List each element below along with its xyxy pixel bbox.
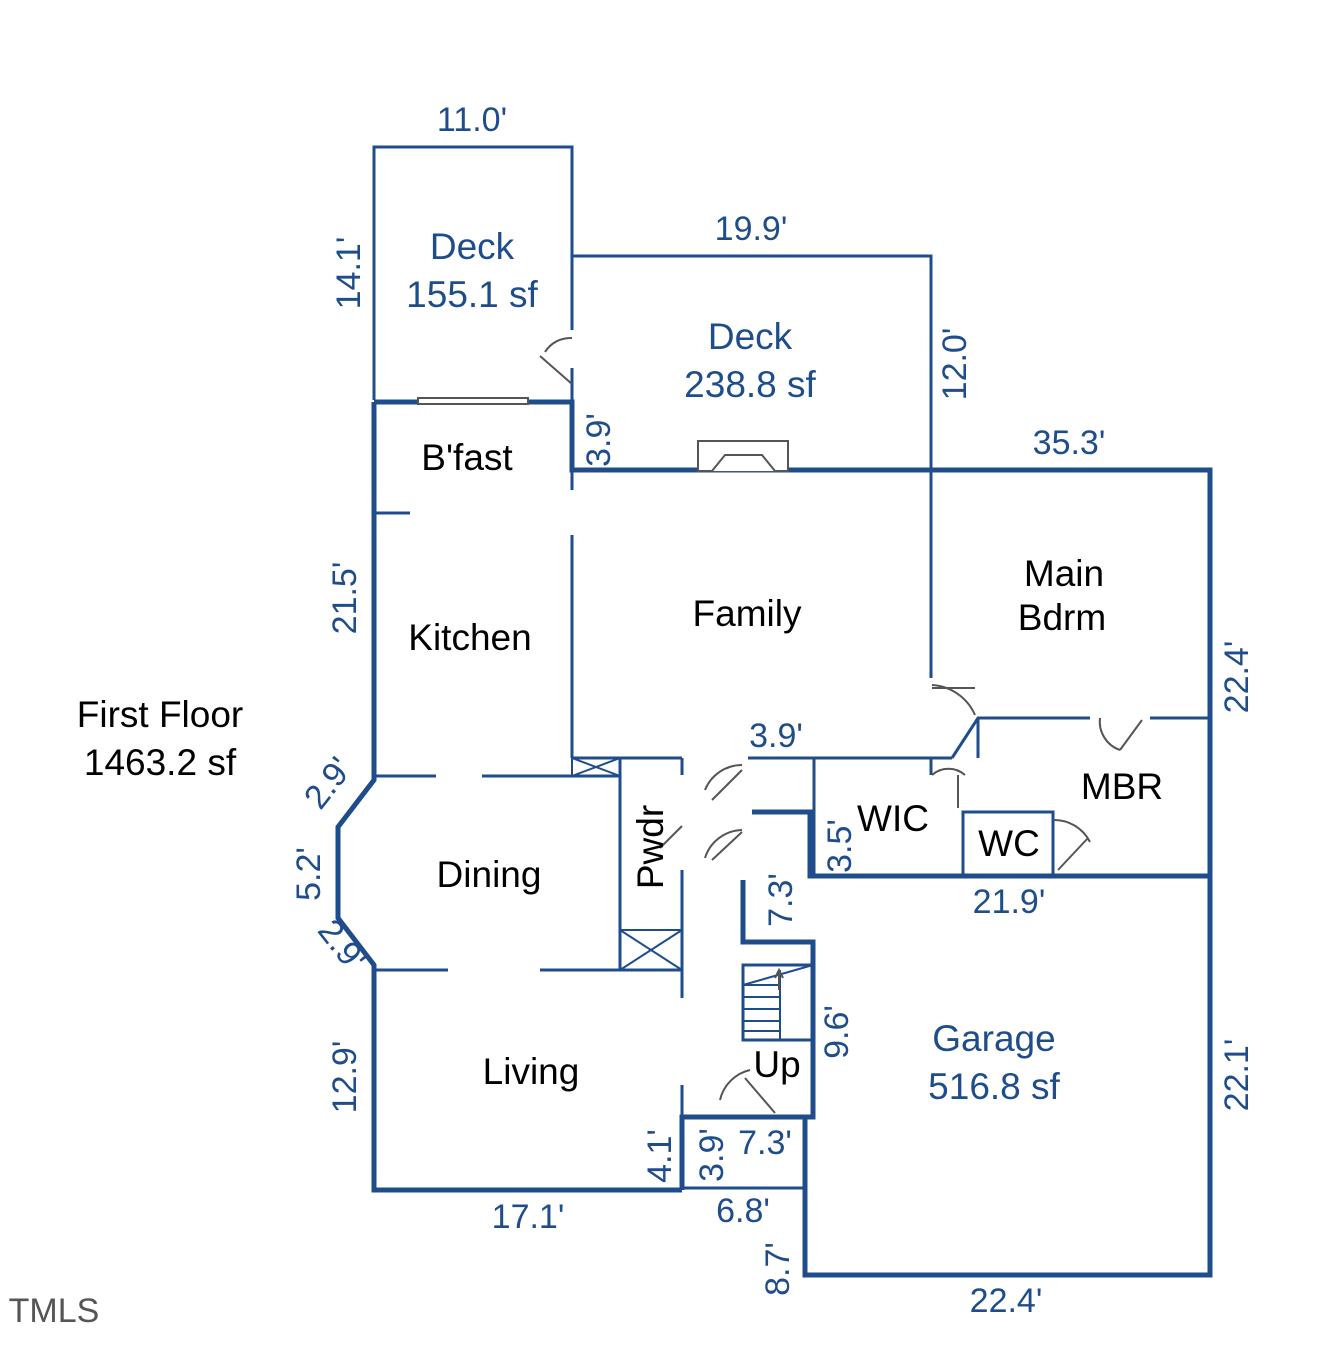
room-wc: WC (978, 823, 1040, 864)
room-main-bdrm-1: Main (1024, 553, 1104, 594)
dim-entry-left: 4.1' (641, 1129, 679, 1183)
dim-garage-bottom: 22.4' (970, 1282, 1043, 1320)
dim-garage-right: 22.1' (1218, 1039, 1256, 1112)
dim-entry-inner: 3.9' (693, 1128, 731, 1182)
room-mbr: MBR (1081, 766, 1163, 807)
floor-name: First Floor (77, 694, 244, 735)
dim-bay-lower: 2.9' (310, 912, 373, 978)
watermark-logo: TMLS (9, 1292, 100, 1330)
dim-entry-top: 7.3' (738, 1124, 792, 1162)
garage-name: Garage (932, 1018, 1055, 1059)
dim-bay-upper: 2.9' (297, 750, 360, 816)
dim-right-upper: 22.4' (1218, 641, 1256, 714)
dim-entry-bottom: 6.8' (716, 1192, 770, 1230)
sliding-door (417, 397, 529, 405)
dim-house-top: 35.3' (1033, 424, 1106, 462)
room-family: Family (693, 593, 802, 634)
room-bfast: B'fast (421, 437, 513, 478)
deck2-area: 238.8 sf (684, 364, 816, 405)
deck2-name: Deck (708, 316, 793, 357)
dim-mbr-bottom: 21.9' (973, 883, 1046, 921)
room-kitchen: Kitchen (408, 617, 531, 658)
dim-bay-mid: 5.2' (290, 847, 328, 901)
stairs-up: Up (753, 1044, 800, 1085)
dim-deck2-right: 12.0' (936, 328, 974, 401)
room-dining: Dining (437, 854, 542, 895)
deck1-area: 155.1 sf (406, 274, 538, 315)
dim-deck1-top: 11.0' (437, 101, 507, 139)
closet-x-icons (571, 757, 683, 971)
dim-living-bottom: 17.1' (492, 1198, 565, 1236)
dim-wic-side: 3.5' (821, 819, 859, 873)
dim-living-left: 12.9' (326, 1041, 364, 1114)
dim-deck2-step: 3.9' (580, 413, 618, 467)
room-pwdr: Pwdr (630, 805, 671, 889)
dim-garage-left: 8.7' (759, 1242, 797, 1296)
fireplace-icon (697, 440, 789, 472)
dim-stair-side: 9.6' (818, 1005, 856, 1059)
dim-family-bottom: 3.9' (749, 717, 803, 755)
dim-deck2-top: 19.9' (715, 210, 788, 248)
room-wic: WIC (857, 798, 929, 839)
room-main-bdrm-2: Bdrm (1018, 597, 1106, 638)
dim-hall-side: 7.3' (762, 873, 800, 927)
floor-area: 1463.2 sf (84, 742, 237, 783)
dim-deck1-left: 14.1' (330, 237, 368, 310)
room-living: Living (483, 1051, 580, 1092)
deck1-name: Deck (430, 226, 515, 267)
door-swings (539, 336, 1143, 1114)
dim-kitchen-left: 21.5' (326, 562, 364, 635)
garage-area: 516.8 sf (928, 1066, 1060, 1107)
